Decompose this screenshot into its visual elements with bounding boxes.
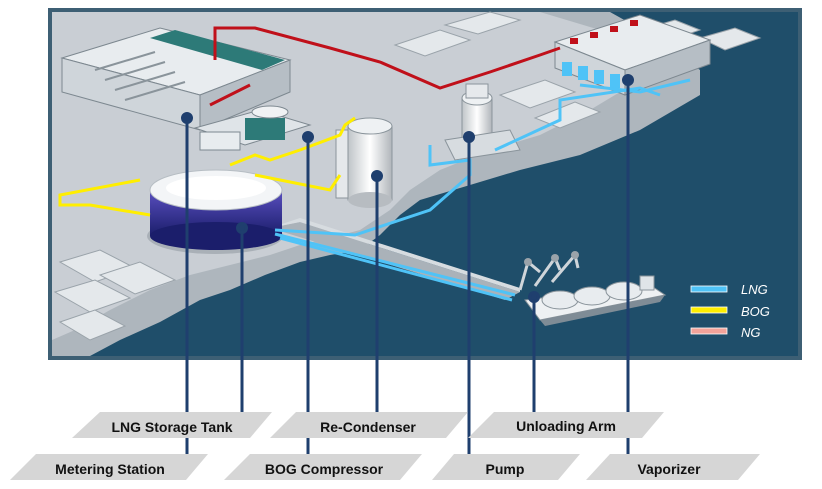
- leader-lng-storage-tank: [236, 222, 248, 420]
- bog-compressor-building: [193, 105, 312, 151]
- leader-vaporizer: [622, 74, 634, 458]
- legend-item-bog: BOG: [690, 304, 770, 319]
- label-text-vaporizer: Vaporizer: [637, 461, 701, 477]
- leader-pump: [463, 131, 475, 458]
- label-bog-compressor: BOG Compressor: [224, 454, 422, 480]
- legend-label-ng: NG: [741, 325, 761, 340]
- leader-unloading-arm: [528, 291, 540, 420]
- label-text-metering-station: Metering Station: [55, 461, 165, 477]
- label-text-lng-storage-tank: LNG Storage Tank: [111, 419, 232, 435]
- legend-item-ng: NG: [690, 325, 761, 340]
- pipes-bog: [58, 116, 356, 217]
- label-text-pump: Pump: [486, 461, 525, 477]
- legend-label-bog: BOG: [741, 304, 770, 319]
- lng-ship: [524, 275, 667, 326]
- legend-label-lng: LNG: [741, 282, 768, 297]
- legend: LNG BOG NG: [690, 282, 770, 340]
- scene-panel: LNG BOG NG: [48, 8, 802, 360]
- leader-lines: [181, 74, 634, 458]
- buildings: [53, 11, 762, 341]
- label-plates: LNG Storage Tank Re-Condenser Unloading …: [10, 412, 760, 480]
- vaporizer-building: [553, 14, 712, 96]
- unloading-arms: [518, 251, 580, 291]
- label-re-condenser: Re-Condenser: [270, 412, 468, 438]
- pipes-ng: [209, 26, 561, 107]
- legend-item-lng: LNG: [690, 282, 768, 297]
- leader-metering-station: [181, 112, 193, 458]
- label-vaporizer: Vaporizer: [586, 454, 760, 480]
- label-lng-storage-tank: LNG Storage Tank: [72, 412, 272, 438]
- re-condenser-vessel: [335, 117, 393, 208]
- label-text-re-condenser: Re-Condenser: [320, 419, 416, 435]
- label-text-unloading-arm: Unloading Arm: [516, 418, 616, 434]
- leader-bog-compressor: [302, 131, 314, 458]
- label-unloading-arm: Unloading Arm: [468, 412, 664, 438]
- label-text-bog-compressor: BOG Compressor: [265, 461, 384, 477]
- metering-station-building: [60, 27, 292, 131]
- leader-re-condenser: [371, 170, 383, 420]
- lng-storage-tank: [147, 169, 283, 254]
- label-pump: Pump: [432, 454, 580, 480]
- label-metering-station: Metering Station: [10, 454, 208, 480]
